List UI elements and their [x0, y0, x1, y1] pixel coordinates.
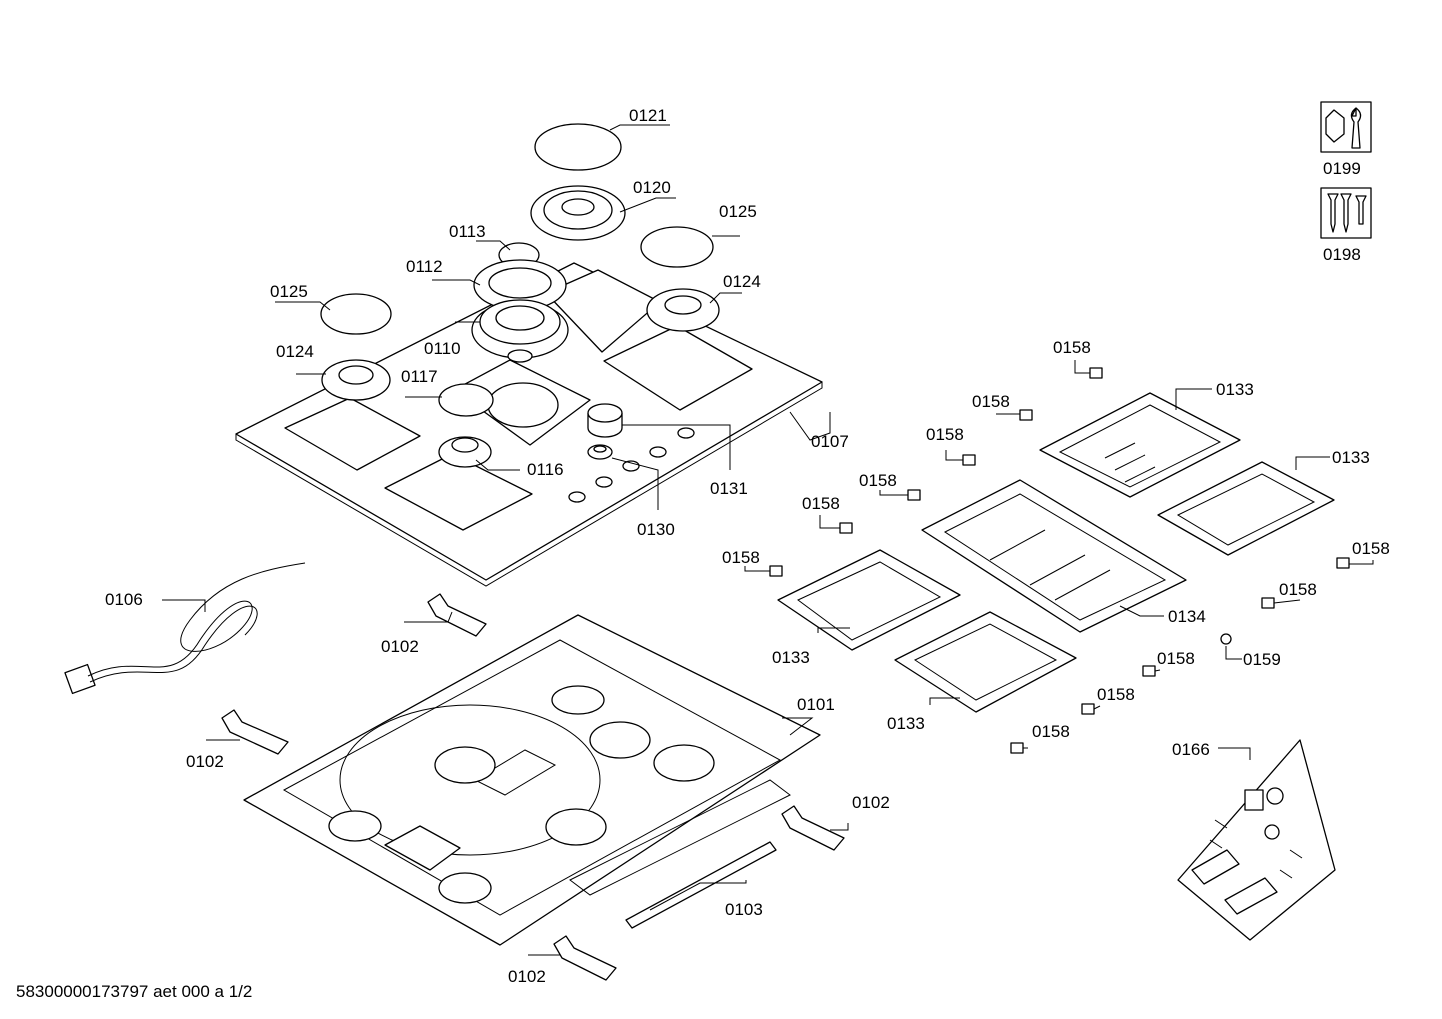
- part-label-0125: 0125: [270, 282, 308, 301]
- part-label-0158: 0158: [1279, 580, 1317, 599]
- part-label-0133: 0133: [1332, 448, 1370, 467]
- part-label-0121: 0121: [629, 106, 667, 125]
- burner-cap-0125-right: [640, 226, 714, 268]
- burner-0110: [471, 299, 569, 363]
- part-label-0158: 0158: [972, 392, 1010, 411]
- screws-icon[interactable]: [1320, 187, 1372, 239]
- part-label-0120: 0120: [633, 178, 671, 197]
- part-label-0134: 0134: [1168, 607, 1206, 626]
- part-label-0131: 0131: [710, 479, 748, 498]
- part-label-0125: 0125: [719, 202, 757, 221]
- part-label-0158: 0158: [1097, 685, 1135, 704]
- part-label-0130: 0130: [637, 520, 675, 539]
- part-label-0103: 0103: [725, 900, 763, 919]
- part-label-0124: 0124: [276, 342, 314, 361]
- part-label-0124: 0124: [723, 272, 761, 291]
- mounting-bracket-0102-b: [221, 709, 289, 755]
- part-label-0107: 0107: [811, 432, 849, 451]
- burner-cap-0117: [438, 383, 494, 417]
- mounting-bracket-0102-a: [427, 593, 487, 637]
- pan-support-0133-c: [777, 549, 961, 651]
- part-label-0102: 0102: [852, 793, 890, 812]
- part-label-0102: 0102: [186, 752, 224, 771]
- leader-lines: [162, 124, 1374, 956]
- burner-0124-right: [646, 288, 720, 332]
- pan-support-0133-d: [894, 611, 1077, 713]
- rubber-foot-0159: [1220, 633, 1232, 645]
- part-label-0110: 0110: [424, 339, 461, 358]
- part-label-0158: 0158: [926, 425, 964, 444]
- wrench-nut-icon[interactable]: [1320, 101, 1372, 153]
- pan-support-0134: [921, 479, 1187, 633]
- pan-support-0133-a: [1039, 392, 1241, 498]
- part-label-0133: 0133: [887, 714, 925, 733]
- part-label-0113: 0113: [449, 222, 486, 241]
- part-label-0106: 0106: [105, 590, 143, 609]
- burner-ring-0120: [530, 185, 626, 241]
- part-label-0158: 0158: [1053, 338, 1091, 357]
- part-label-0102: 0102: [381, 637, 419, 656]
- burner-0116: [438, 436, 492, 468]
- part-label-0199: 0199: [1323, 159, 1361, 178]
- document-reference: 58300000173797 aet 000 a 1/2: [16, 982, 253, 1001]
- part-label-0101: 0101: [797, 695, 835, 714]
- control-knob-0131: [587, 403, 623, 438]
- mounting-bracket-0102-d: [553, 935, 617, 981]
- part-label-0133: 0133: [1216, 380, 1254, 399]
- part-label-0112: 0112: [406, 257, 443, 276]
- part-label-0198: 0198: [1323, 245, 1361, 264]
- burner-ring-0112: [473, 259, 567, 311]
- part-label-0116: 0116: [527, 460, 564, 479]
- power-cable-0106: [64, 562, 306, 695]
- part-label-0158: 0158: [1352, 539, 1390, 558]
- burner-cap-0125-left: [320, 293, 392, 335]
- mounting-bracket-0102-c: [781, 805, 845, 851]
- part-label-0158: 0158: [1157, 649, 1195, 668]
- seal-strip-0103: [625, 841, 777, 929]
- part-label-0102: 0102: [508, 967, 546, 986]
- part-label-0159: 0159: [1243, 650, 1281, 669]
- part-label-0117: 0117: [401, 367, 438, 386]
- part-label-0158: 0158: [802, 494, 840, 513]
- hob-top-plate: [235, 262, 823, 587]
- burner-cap-0121: [534, 123, 622, 171]
- bottom-tray-0101: [243, 614, 821, 946]
- burner-0124-left: [321, 359, 391, 401]
- pan-support-0133-b: [1157, 461, 1335, 556]
- installation-kit-0166: [1177, 739, 1336, 941]
- part-label-0166: 0166: [1172, 740, 1210, 759]
- part-label-0158: 0158: [1032, 722, 1070, 741]
- part-label-0158: 0158: [859, 471, 897, 490]
- part-label-0133: 0133: [772, 648, 810, 667]
- knob-seal-0130: [587, 444, 613, 460]
- part-label-0158: 0158: [722, 548, 760, 567]
- rubber-foot-0158: [769, 367, 1350, 754]
